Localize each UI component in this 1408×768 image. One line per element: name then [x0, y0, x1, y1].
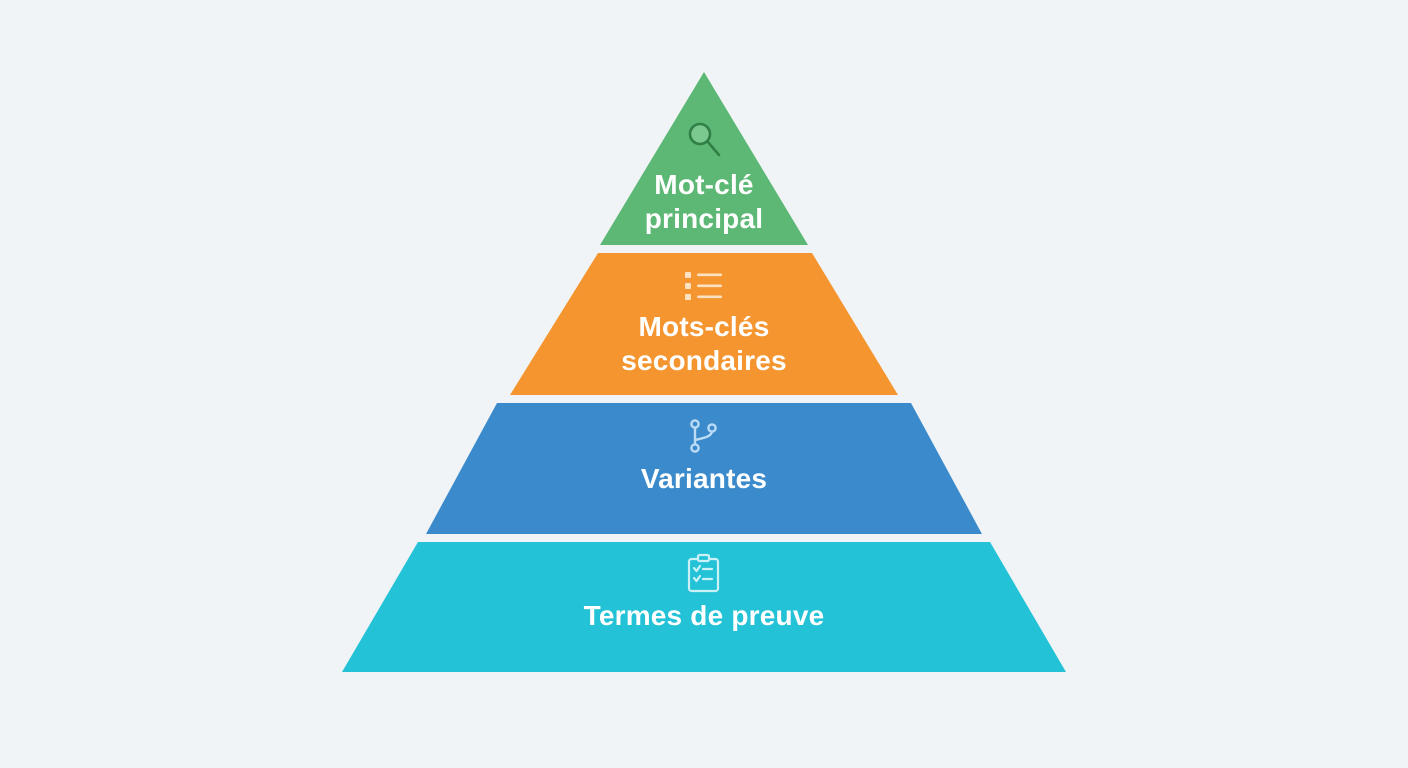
layer-2-label-line1: Mots-clés [638, 311, 770, 342]
branch-icon [690, 419, 717, 453]
layer-1-label-line2: principal [644, 203, 764, 234]
clipboard-check-icon [687, 553, 720, 593]
layer-2-label-line2: secondaires [621, 345, 787, 376]
layer-4-label: Termes de preuve [583, 600, 825, 631]
search-icon [688, 122, 721, 157]
layer-1-label-line1: Mot-clé [654, 169, 754, 200]
list-icon [685, 272, 722, 300]
pyramid-layer-3 [426, 403, 982, 534]
pyramid-layer-2 [510, 253, 898, 395]
layer-3-label: Variantes [640, 463, 768, 494]
pyramid-layer-4 [342, 542, 1066, 672]
pyramid-layer-1 [600, 72, 808, 245]
